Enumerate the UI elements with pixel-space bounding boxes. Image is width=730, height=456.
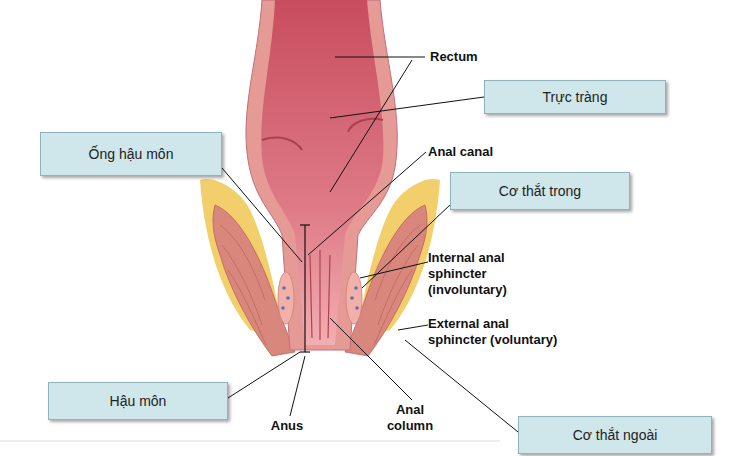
leader-line	[222, 57, 518, 432]
english-label: Anus	[262, 418, 312, 434]
callout-text: Cơ thắt trong	[499, 183, 581, 199]
rectal-fold	[348, 119, 383, 132]
bracket	[300, 225, 310, 352]
english-label: Anal column	[380, 402, 440, 434]
callout-box: Hậu môn	[48, 382, 228, 420]
callout-text: Cơ thắt ngoài	[573, 427, 658, 443]
english-label: External anal sphincter (voluntary)	[428, 316, 558, 348]
english-label: Rectum	[430, 49, 510, 65]
callout-box: Trực tràng	[484, 80, 666, 114]
callout-text: Hậu môn	[110, 393, 167, 409]
callout-box: Cơ thắt trong	[450, 172, 630, 210]
callout-box: Cơ thắt ngoài	[518, 416, 712, 454]
internal-sphincter	[346, 272, 362, 324]
callout-box: Ống hậu môn	[40, 132, 222, 176]
callout-text: Ống hậu môn	[89, 146, 174, 162]
callout-text: Trực tràng	[543, 89, 608, 105]
rectal-fold	[262, 138, 302, 150]
separator-line	[0, 441, 500, 442]
english-label: Internal anal sphincter (involuntary)	[428, 250, 558, 298]
internal-sphincter	[278, 272, 294, 324]
anal-columns	[310, 250, 330, 340]
rectum-wall	[246, 0, 397, 350]
rectum-lumen	[261, 0, 383, 345]
vessel-dots	[281, 286, 359, 310]
english-label: Anal canal	[428, 144, 528, 160]
